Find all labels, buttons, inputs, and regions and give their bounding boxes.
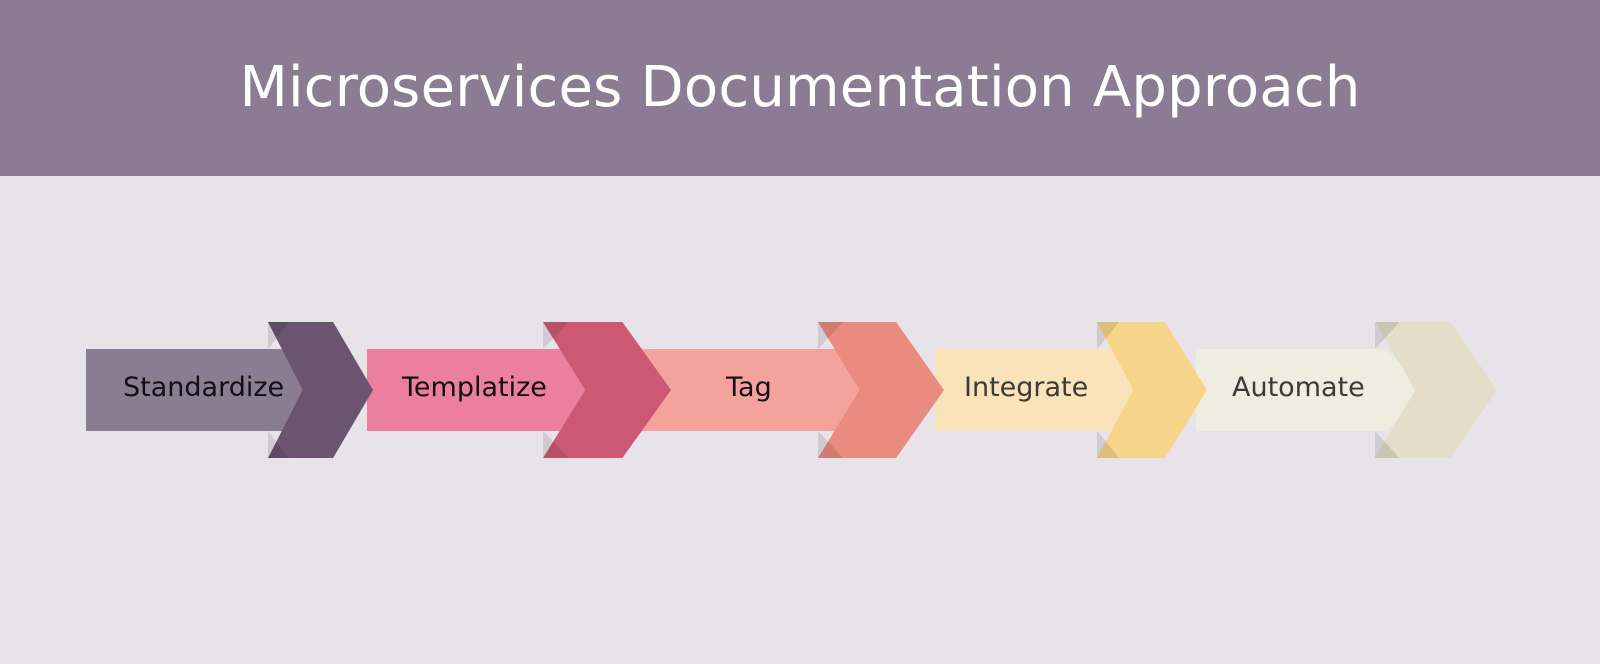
stage-label-tag: Tag (726, 372, 772, 403)
diagram-canvas: Standardize Templatize Tag Integrate Automat… (0, 176, 1600, 664)
stage-label-templatize: Templatize (402, 372, 547, 403)
stage-label-integrate: Integrate (964, 372, 1089, 403)
stage-body-integrate[interactable] (935, 349, 1155, 431)
stage-label-standardize: Standardize (123, 372, 285, 403)
header-band: Microservices Documentation Approach (0, 0, 1600, 176)
stage-label-automate: Automate (1232, 372, 1365, 403)
stage-body-templatize[interactable] (367, 349, 607, 431)
page-title: Microservices Documentation Approach (239, 55, 1361, 121)
stage-body-automate[interactable] (1196, 349, 1426, 431)
